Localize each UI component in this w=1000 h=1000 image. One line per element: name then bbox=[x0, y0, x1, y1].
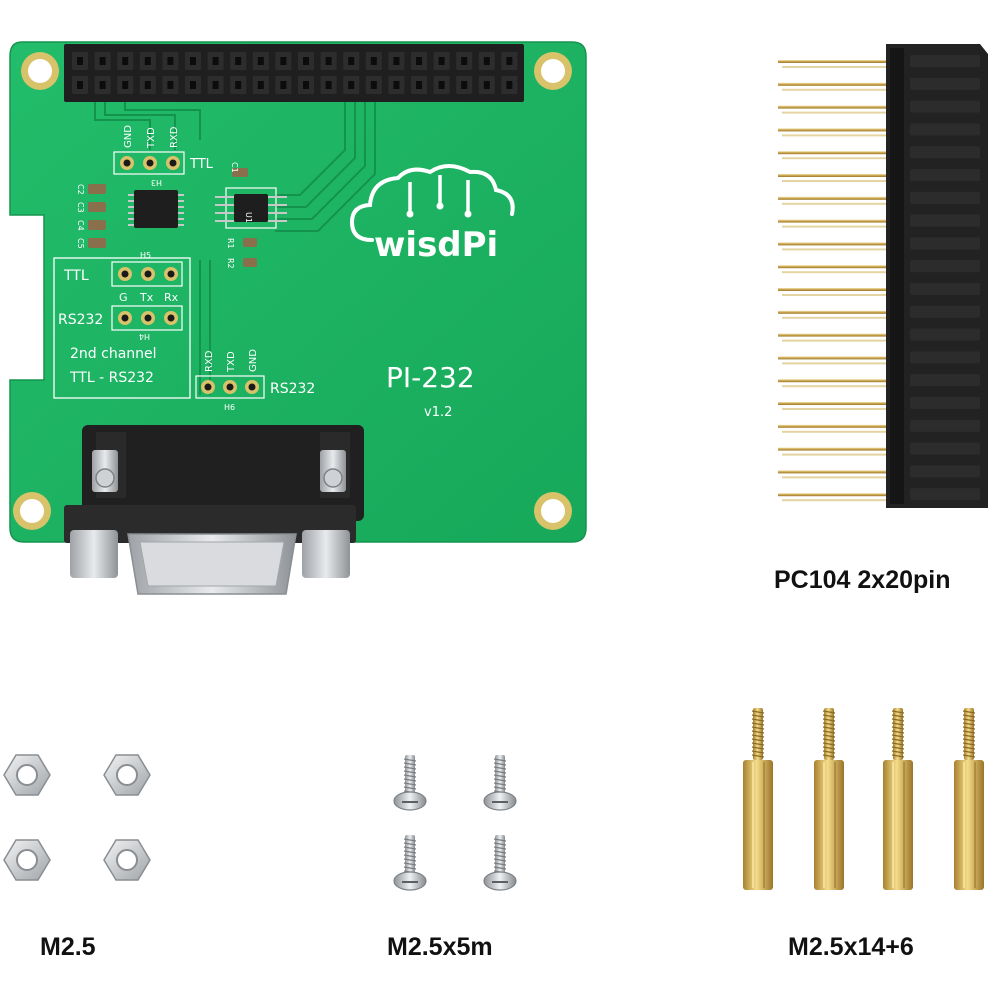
silk-c3: C3 bbox=[76, 202, 85, 213]
h4-header bbox=[111, 305, 183, 331]
caption-nut: M2.5 bbox=[40, 933, 96, 961]
silk-c5: C5 bbox=[76, 238, 85, 249]
pcb-traces bbox=[94, 102, 376, 395]
machine-screw bbox=[483, 835, 517, 891]
gpio-header bbox=[64, 44, 524, 102]
caption-header: PC104 2x20pin bbox=[774, 566, 951, 594]
nuts-group bbox=[3, 754, 151, 881]
silk-rxd: RXD bbox=[169, 126, 180, 148]
silk-c1: C1 bbox=[230, 162, 239, 173]
silk-r1: R1 bbox=[226, 238, 235, 249]
mounting-hole bbox=[21, 52, 59, 90]
u1-chip bbox=[215, 187, 287, 229]
h3-header bbox=[113, 151, 185, 175]
silk-h4: H4 bbox=[139, 332, 150, 341]
pcb-board: GND TXD RXD TTL H3 C2 C3 C4 C5 C1 bbox=[9, 41, 587, 595]
ic-chip bbox=[128, 190, 184, 228]
silk-gnd2: GND bbox=[248, 349, 259, 372]
silk-gnd: GND bbox=[123, 125, 134, 148]
brass-standoff bbox=[883, 708, 913, 890]
mounting-hole bbox=[534, 52, 572, 90]
silk-ttl-top: TTL bbox=[189, 157, 214, 172]
hex-nut bbox=[103, 754, 151, 796]
silk-h3: H3 bbox=[151, 178, 162, 187]
mounting-hole bbox=[534, 492, 572, 530]
hex-nut bbox=[3, 839, 51, 881]
pc104-header bbox=[778, 44, 988, 508]
standoffs-group bbox=[743, 708, 984, 890]
silk-u1: U1 bbox=[244, 212, 253, 223]
silk-rs232-right: RS232 bbox=[270, 381, 315, 397]
model-label: PI-232 bbox=[386, 361, 475, 394]
mounting-hole bbox=[13, 492, 51, 530]
silk-ttl: TTL bbox=[63, 268, 89, 284]
silk-h6: H6 bbox=[224, 403, 235, 412]
silk-c4: C4 bbox=[76, 220, 85, 231]
wisdpi-logo: wisdPi bbox=[349, 164, 515, 265]
brass-standoff bbox=[954, 708, 984, 890]
version-label: v1.2 bbox=[424, 405, 452, 420]
silk-h5: H5 bbox=[140, 251, 151, 260]
silk-rxd2: RXD bbox=[204, 350, 215, 372]
brass-standoff bbox=[743, 708, 773, 890]
caption-screw: M2.5x5m bbox=[387, 933, 493, 961]
brass-standoff bbox=[814, 708, 844, 890]
silk-g: G bbox=[119, 291, 128, 304]
silk-c2: C2 bbox=[76, 184, 85, 195]
silk-tx: Tx bbox=[139, 291, 154, 304]
machine-screw bbox=[483, 755, 517, 811]
db9-connector bbox=[64, 425, 364, 595]
silk-txd2: TXD bbox=[226, 351, 237, 373]
h6-header bbox=[195, 375, 265, 399]
hex-nut bbox=[3, 754, 51, 796]
caption-standoff: M2.5x14+6 bbox=[788, 933, 914, 961]
silk-rs232-left: RS232 bbox=[58, 312, 103, 328]
hex-nut bbox=[103, 839, 151, 881]
machine-screw bbox=[393, 835, 427, 891]
second-channel-box bbox=[53, 257, 191, 399]
h5-header bbox=[111, 261, 183, 287]
machine-screw bbox=[393, 755, 427, 811]
silk-ttl-rs232: TTL - RS232 bbox=[69, 370, 154, 386]
screws-group bbox=[393, 755, 517, 891]
silk-txd: TXD bbox=[146, 127, 157, 149]
silk-second-channel: 2nd channel bbox=[70, 346, 157, 362]
capacitors bbox=[88, 168, 257, 267]
silk-r2: R2 bbox=[226, 258, 235, 269]
logo-text: wisdPi bbox=[374, 225, 498, 265]
silk-rx: Rx bbox=[164, 291, 179, 304]
